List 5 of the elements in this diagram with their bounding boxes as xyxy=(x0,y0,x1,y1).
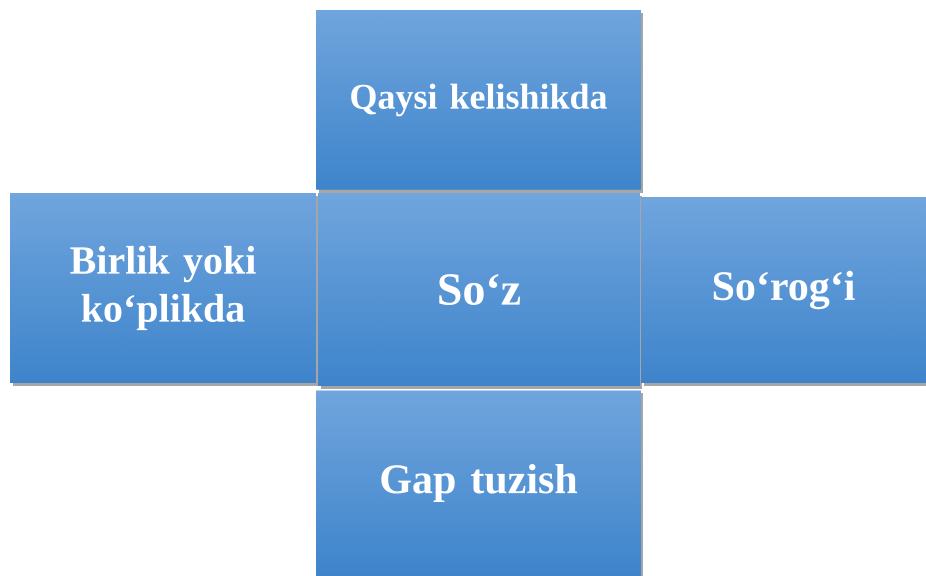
process-box: So‘rog‘i xyxy=(641,197,926,386)
process-box: So‘z xyxy=(318,193,642,389)
process-box: Qaysi kelishikda xyxy=(316,10,643,193)
process-box: Gap tuzish xyxy=(316,390,643,576)
process-box: Birlik yoki ko‘plikda xyxy=(10,193,318,386)
